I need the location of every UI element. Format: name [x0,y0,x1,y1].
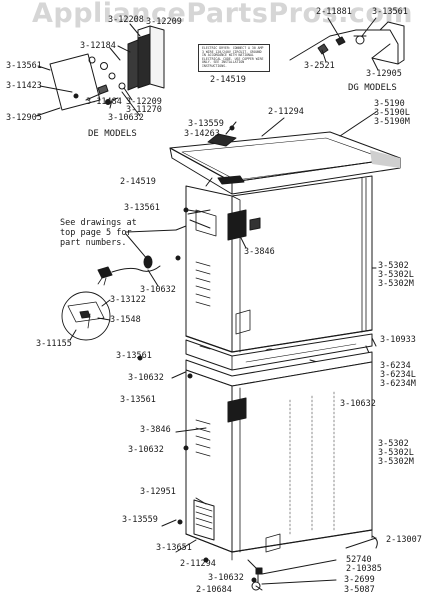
part-label: 3-1548 [110,315,141,325]
part-label: 3-3846 [244,247,275,257]
upper-dryer-cabinet [185,175,377,364]
rating-plate: ELECTRIC DRYER: CONNECT A 30 AMP 3 WIRE … [198,44,270,72]
part-label: 3-14263 [184,129,220,139]
part-label: 3-11423 [6,81,42,91]
power-cord [97,255,161,287]
part-label: 3-13561 [6,61,42,71]
part-label: 3-10632 [208,573,244,583]
part-label: 3-10632 [128,445,164,455]
part-label: 3-13561 [116,351,152,361]
part-label: 3-13559 [188,119,224,129]
part-label: 3-13561 [372,7,408,17]
part-label: 3-12208 [108,15,144,25]
strain-relief-detail [61,291,111,341]
part-label: 3-12905 [6,113,42,123]
part-label-group: 52740 2-10385 [346,555,382,574]
top-panel [169,111,401,195]
part-label: 3-10632 [340,399,376,409]
see-drawings-note: See drawings at top page 5 for part numb… [60,218,137,248]
part-label: 3-10632 [140,285,176,295]
part-label: 3-3846 [140,425,171,435]
part-label: 2-11294 [268,107,304,117]
screws [137,125,257,583]
part-label: 3-10632 [108,113,144,123]
part-label: 3-12951 [140,487,176,497]
part-label: 3-12209 [126,97,162,107]
de-models-caption: DE MODELS [88,129,137,139]
part-label: 2-11881 [316,7,352,17]
part-label: 2-14519 [210,75,246,85]
part-label: 3-11270 [126,105,162,115]
part-label: 3-12905 [366,69,402,79]
part-label: 3-13559 [122,515,158,525]
de-models-terminal-block [35,23,165,117]
part-label-group: 3-5302 3-5302L 3-5302M [378,439,414,467]
part-label: 3-10632 [128,373,164,383]
part-label-group: 3-5190 3-5190L 3-5190M [374,99,410,127]
dg-models-caption: DG MODELS [348,83,397,93]
part-label-group: 3-6234 3-6234L 3-6234M [380,361,416,389]
dg-models-gas-connector [289,17,405,71]
lower-washer-cabinet [161,351,378,591]
part-label: 3-11484 [86,97,122,107]
part-label: 3-12184 [80,41,116,51]
note-callout-leaders [125,225,187,261]
part-label: 3-12209 [146,17,182,27]
part-label: 3-11155 [36,339,72,349]
part-label: 2-10684 [196,585,232,595]
part-label: 3-2521 [304,61,335,71]
watermark-text: AppliancePartsPros.com [32,0,414,29]
part-label: 2-13007 [386,535,422,545]
part-label: 3-13561 [120,395,156,405]
part-label: 2-14519 [120,177,156,187]
part-label: 3-13651 [156,543,192,553]
part-label: 3-13561 [124,203,160,213]
part-label: 3-13122 [110,295,146,305]
part-label: 3-2699 [344,575,375,585]
part-label: 2-11294 [180,559,216,569]
part-label: 3-5087 [344,585,375,595]
part-label-group: 3-5302 3-5302L 3-5302M [378,261,414,289]
part-label: 3-10933 [380,335,416,345]
